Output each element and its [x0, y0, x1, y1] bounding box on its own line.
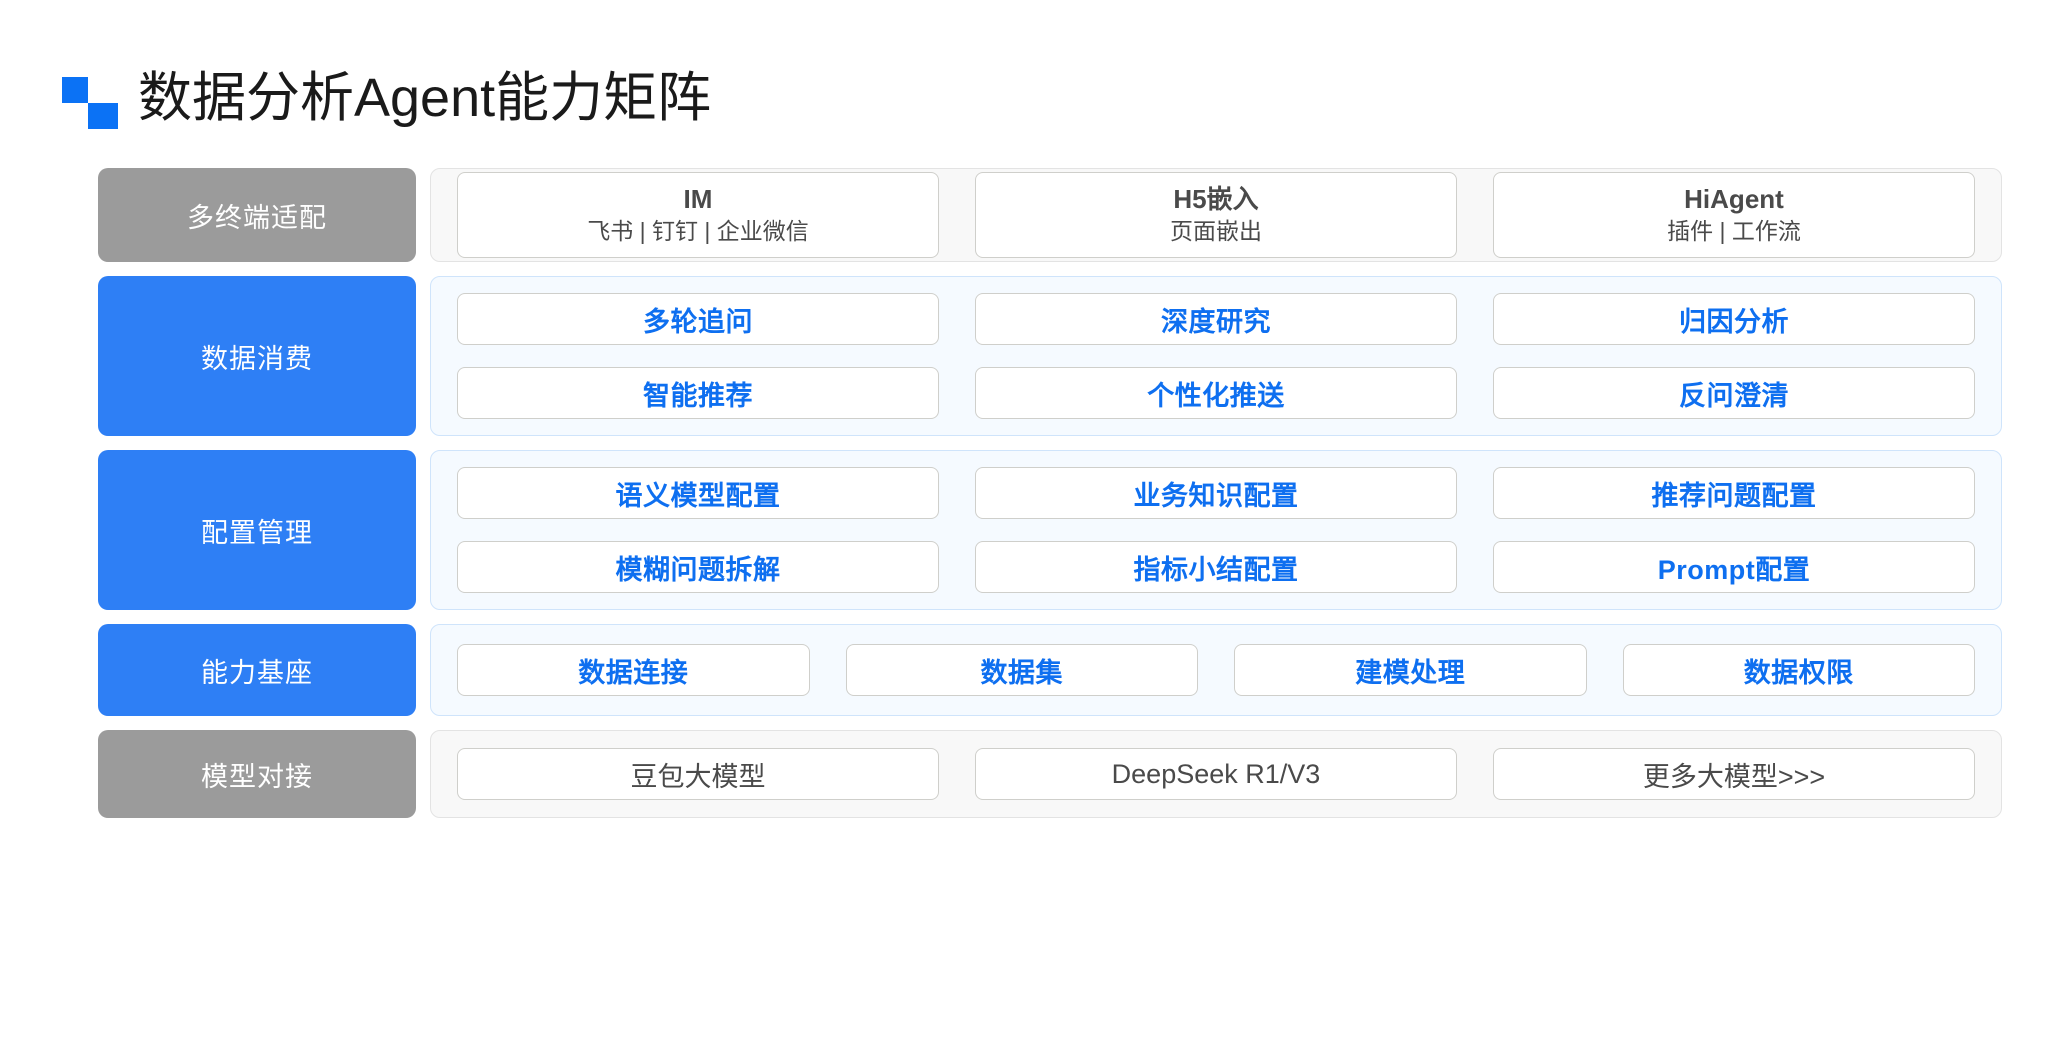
capability-card[interactable]: 推荐问题配置 [1493, 467, 1975, 519]
matrix-row: 能力基座 数据连接 数据集 建模处理 数据权限 [98, 624, 2002, 716]
capability-card[interactable]: 模糊问题拆解 [457, 541, 939, 593]
card-label: 个性化推送 [1147, 380, 1285, 411]
card-group: 豆包大模型 DeepSeek R1/V3 更多大模型>>> [457, 748, 1975, 800]
capability-card[interactable]: 更多大模型>>> [1493, 748, 1975, 800]
card-subtitle: 插件 | 工作流 [1667, 217, 1801, 244]
card-subtitle: 飞书 | 钉钉 | 企业微信 [587, 217, 809, 244]
card-label: 反问澄清 [1679, 380, 1789, 411]
row-label-2[interactable]: 数据消费 [98, 276, 416, 436]
matrix-row: 数据消费 多轮追问 深度研究 归因分析智能推荐 个性化推送 反问澄清 [98, 276, 2002, 436]
card-title: IM [683, 183, 713, 214]
matrix-row: 模型对接 豆包大模型 DeepSeek R1/V3 更多大模型>>> [98, 730, 2002, 818]
card-label: 数据权限 [1743, 657, 1854, 688]
row-label-5[interactable]: 模型对接 [98, 730, 416, 818]
matrix-row: 配置管理 语义模型配置 业务知识配置 推荐问题配置模糊问题拆解 指标小结配置 Prompt… [98, 450, 2002, 610]
card-label: 语义模型配置 [615, 480, 781, 511]
capability-card[interactable]: DeepSeek R1/V3 [975, 748, 1457, 800]
card-group: 多轮追问 深度研究 归因分析 [457, 293, 1975, 345]
capability-card[interactable]: HiAgent 插件 | 工作流 [1493, 172, 1975, 258]
capability-card[interactable]: Prompt配置 [1493, 541, 1975, 593]
capability-card[interactable]: 建模处理 [1234, 644, 1587, 696]
card-subtitle: 页面嵌出 [1170, 217, 1262, 244]
card-label: 建模处理 [1355, 657, 1466, 688]
row-label-4[interactable]: 能力基座 [98, 624, 416, 716]
card-group: 智能推荐 个性化推送 反问澄清 [457, 367, 1975, 419]
capability-card[interactable]: H5嵌入页面嵌出 [975, 172, 1457, 258]
card-group: 数据连接 数据集 建模处理 数据权限 [457, 644, 1975, 696]
card-label: 推荐问题配置 [1651, 480, 1817, 511]
row-body-5: 豆包大模型 DeepSeek R1/V3 更多大模型>>> [430, 730, 2002, 818]
capability-card[interactable]: 业务知识配置 [975, 467, 1457, 519]
page-title: 数据分析Agent能力矩阵 [138, 68, 712, 128]
capability-card[interactable]: IM 飞书 | 钉钉 | 企业微信 [457, 172, 939, 258]
card-label: 数据连接 [578, 657, 689, 688]
card-group: 语义模型配置 业务知识配置 推荐问题配置 [457, 467, 1975, 519]
capability-card[interactable]: 个性化推送 [975, 367, 1457, 419]
card-label: 模糊问题拆解 [615, 554, 781, 585]
row-body-2: 多轮追问 深度研究 归因分析智能推荐 个性化推送 反问澄清 [430, 276, 2002, 436]
capability-card[interactable]: 语义模型配置 [457, 467, 939, 519]
capability-card[interactable]: 数据权限 [1622, 644, 1975, 696]
capability-card[interactable]: 智能推荐 [457, 367, 939, 419]
row-label-3[interactable]: 配置管理 [98, 450, 416, 610]
card-label: 深度研究 [1161, 306, 1271, 337]
row-label-1[interactable]: 多终端适配 [98, 168, 416, 262]
capability-card[interactable]: 豆包大模型 [457, 748, 939, 800]
row-body-3: 语义模型配置 业务知识配置 推荐问题配置模糊问题拆解 指标小结配置 Prompt配置 [430, 450, 2002, 610]
card-title: HiAgent [1684, 183, 1784, 214]
card-label: 数据集 [980, 657, 1063, 688]
card-group: 模糊问题拆解 指标小结配置 Prompt配置 [457, 541, 1975, 593]
card-label: DeepSeek R1/V3 [1111, 758, 1321, 789]
matrix-row: 多终端适配 IM 飞书 | 钉钉 | 企业微信 H5嵌入页面嵌出 HiAgent 插件 |… [98, 168, 2002, 262]
capability-card[interactable]: 指标小结配置 [975, 541, 1457, 593]
logo-square-top [62, 77, 88, 103]
logo-square-bottom [88, 103, 118, 129]
card-label: 豆包大模型 [630, 761, 766, 792]
capability-card[interactable]: 反问澄清 [1493, 367, 1975, 419]
capability-card[interactable]: 数据连接 [457, 644, 810, 696]
row-body-1: IM 飞书 | 钉钉 | 企业微信 H5嵌入页面嵌出 HiAgent 插件 | 工作流 [430, 168, 2002, 262]
capability-card[interactable]: 归因分析 [1493, 293, 1975, 345]
card-label: Prompt配置 [1657, 554, 1811, 585]
card-title: H5嵌入 [1173, 183, 1259, 214]
card-label: 业务知识配置 [1133, 480, 1299, 511]
capability-matrix: 多终端适配 IM 飞书 | 钉钉 | 企业微信 H5嵌入页面嵌出 HiAgent 插件 |… [98, 168, 2002, 818]
capability-card[interactable]: 多轮追问 [457, 293, 939, 345]
card-label: 指标小结配置 [1133, 554, 1299, 585]
card-label: 智能推荐 [643, 380, 753, 411]
card-label: 归因分析 [1679, 306, 1789, 337]
card-label: 更多大模型>>> [1642, 761, 1826, 792]
card-group: IM 飞书 | 钉钉 | 企业微信 H5嵌入页面嵌出 HiAgent 插件 | 工作流 [457, 172, 1975, 258]
capability-card[interactable]: 深度研究 [975, 293, 1457, 345]
card-label: 多轮追问 [643, 306, 753, 337]
logo-squares-icon [62, 77, 118, 131]
row-body-4: 数据连接 数据集 建模处理 数据权限 [430, 624, 2002, 716]
capability-card[interactable]: 数据集 [845, 644, 1198, 696]
slide-header: 数据分析Agent能力矩阵 [62, 58, 711, 138]
